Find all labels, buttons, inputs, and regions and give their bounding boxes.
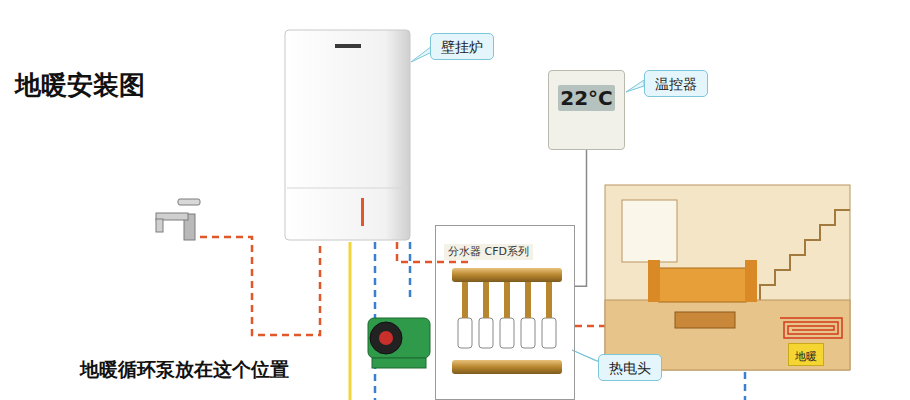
heating-coil	[780, 318, 842, 338]
supply-bar	[452, 268, 562, 282]
return-pipe	[409, 242, 412, 300]
sofa-arm	[648, 260, 660, 302]
node-text: 22°C	[558, 85, 615, 111]
stem	[483, 282, 489, 318]
room-illustration	[605, 185, 850, 370]
thermostat: 22°C	[548, 70, 625, 150]
manifold-panel: 分水器 CFD系列	[435, 225, 575, 400]
gas-pipe	[349, 242, 352, 400]
stem	[462, 282, 468, 318]
sofa-arm	[745, 260, 757, 302]
callout-bubble: 温控器	[644, 70, 708, 97]
return-bar	[452, 360, 562, 374]
circulation-pump	[368, 318, 430, 358]
pump-hub	[379, 331, 393, 345]
stem	[504, 282, 510, 318]
actuator	[521, 318, 535, 348]
boiler-indicator	[361, 198, 364, 226]
node-text: 分水器 CFD系列	[444, 244, 533, 260]
actuator	[542, 318, 556, 348]
thermostat-wire	[575, 150, 587, 286]
node-text: 壁挂炉	[441, 39, 483, 55]
boiler-logo	[335, 44, 361, 48]
window	[622, 200, 677, 262]
diagram-title: 地暖安装图	[15, 68, 145, 103]
stem	[525, 282, 531, 318]
stairs	[760, 210, 850, 300]
valve-stems	[462, 282, 552, 318]
hot-water-pipe	[200, 237, 320, 335]
callout-bubble: 热电头	[598, 354, 662, 381]
callout-pointer	[626, 80, 644, 92]
node-text: 地暖	[795, 350, 817, 363]
floor-heating-tag: 地暖	[788, 343, 824, 366]
note-label: 地暖循环泵放在这个位置	[80, 357, 289, 383]
wall-boiler	[285, 30, 410, 240]
thermal-actuators	[458, 318, 556, 348]
actuator	[500, 318, 514, 348]
actuator	[458, 318, 472, 348]
boiler-seam	[287, 188, 408, 189]
floor-return-pipe	[744, 372, 747, 400]
floor-supply-pipe	[575, 325, 606, 328]
node-text: 热电头	[609, 360, 651, 376]
faucet-handle	[178, 199, 200, 205]
node-text: 温控器	[655, 76, 697, 92]
pump-motor	[370, 322, 402, 354]
actuator	[479, 318, 493, 348]
faucet-outlet	[156, 219, 163, 232]
pump-base	[372, 358, 426, 368]
callout-pointer	[411, 46, 432, 62]
stem	[546, 282, 552, 318]
table	[675, 312, 735, 328]
sofa	[655, 268, 750, 302]
callout-pointer	[572, 350, 600, 362]
callout-bubble: 壁挂炉	[430, 33, 494, 60]
